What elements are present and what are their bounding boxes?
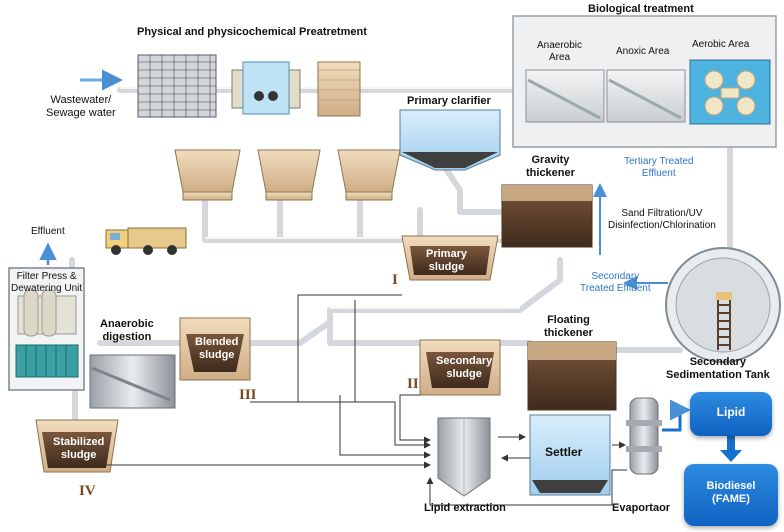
effluent-label: Effluent xyxy=(31,226,65,237)
biodiesel-button-label: Biodiesel (FAME) xyxy=(706,480,756,505)
cone-tanks xyxy=(174,149,401,201)
anoxic-area-label: Anoxic Area xyxy=(616,46,670,57)
evaporator-label: Evaportaor xyxy=(612,502,671,514)
gravity-thickener-label: Gravity thickener xyxy=(526,154,575,179)
anaerobic-digestion-label: Anaerobic digestion xyxy=(100,318,154,343)
secondary-sludge-label: Secondary sludge xyxy=(436,355,493,380)
anaerobic-area-label: Anaerobic Area xyxy=(537,40,583,63)
pretreatment-label: Physical and physicochemical Preatretmen… xyxy=(137,26,367,38)
aerobic-area-label: Aerobic Area xyxy=(692,39,750,50)
tertiary-effluent-label: Tertiary Treated Effluent xyxy=(624,156,694,179)
biodiesel-button[interactable] xyxy=(684,464,778,526)
evaporator-icon xyxy=(626,397,662,475)
sand-filtration-label: Sand Filtration/UV Disinfection/Chlorina… xyxy=(608,208,716,231)
filter-press-label: Filter Press & Dewatering Unit xyxy=(11,271,83,294)
floating-thickener-label: Floating thickener xyxy=(544,314,593,339)
anaerobic-digester xyxy=(89,354,176,409)
roman-numeral-1: I xyxy=(392,272,398,288)
roman-numeral-3: III xyxy=(239,387,257,403)
lipid-button-label: Lipid xyxy=(716,405,746,419)
primary-clarifier-label: Primary clarifier xyxy=(407,95,491,107)
blended-sludge-label: Blended sludge xyxy=(195,336,239,361)
process-lines xyxy=(100,294,627,506)
roman-numeral-4: IV xyxy=(79,483,96,499)
secondary-effluent-label: Secondary Treated Effluent xyxy=(580,271,651,294)
biological-treatment-label: Biological treatment xyxy=(588,3,694,15)
truck-icon xyxy=(105,227,187,255)
primary-sludge-label: Primary sludge xyxy=(426,248,467,273)
effluent-arrows xyxy=(593,183,668,290)
secondary-sedimentation-label: Secondary Sedimentation Tank xyxy=(666,356,770,381)
settler-label: Settler xyxy=(545,445,583,459)
stabilized-sludge-label: Stabilized sludge xyxy=(53,436,105,461)
lipid-extraction-label: Lipid extraction xyxy=(424,502,506,514)
wastewater-label: Wastewater/ Sewage water xyxy=(46,94,116,119)
lipid-button[interactable] xyxy=(690,392,772,436)
equalization-tank xyxy=(317,61,361,117)
roman-numeral-2: II xyxy=(407,376,419,392)
aerator-icon xyxy=(704,70,756,116)
